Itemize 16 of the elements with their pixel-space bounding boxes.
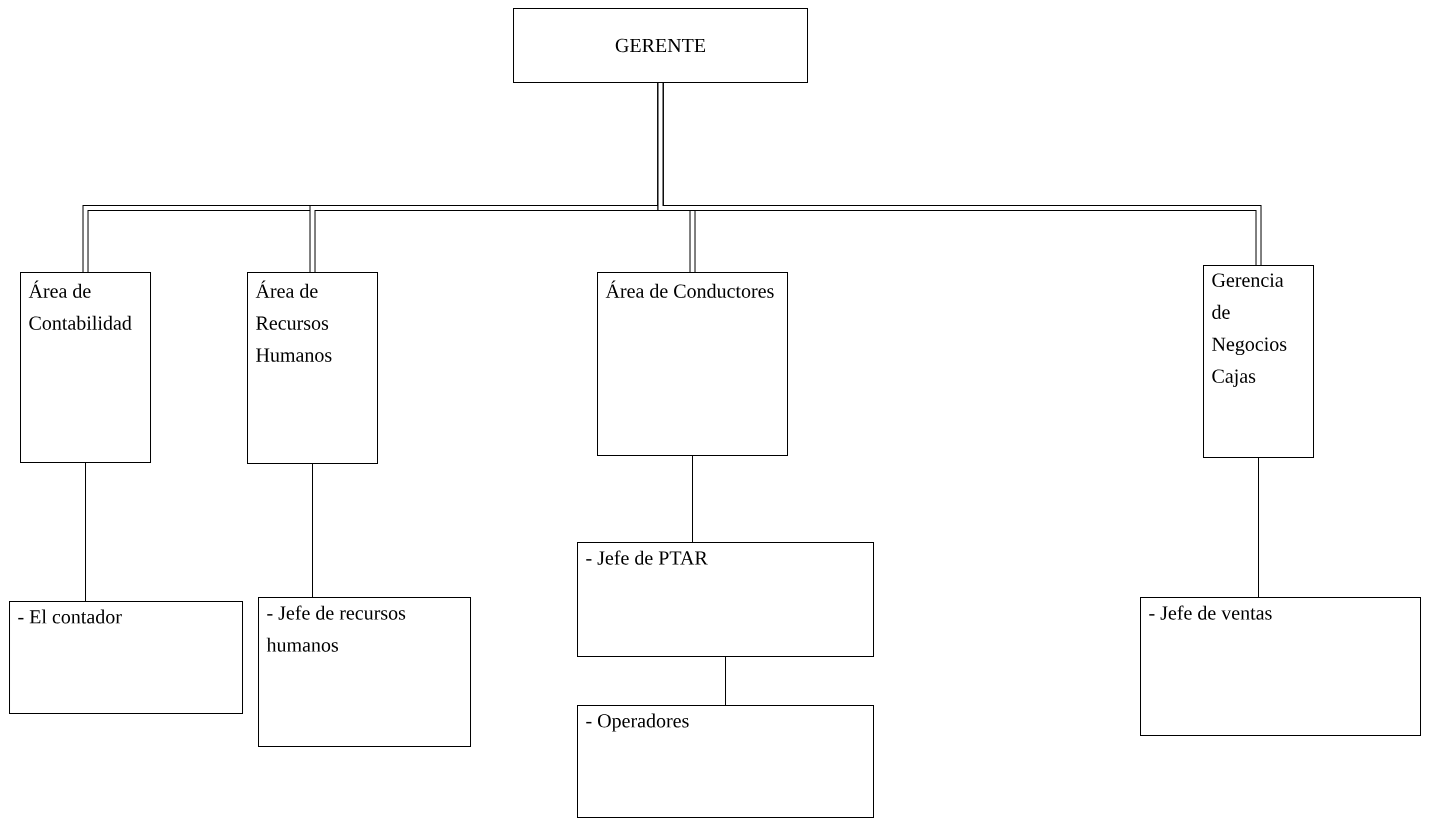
org-box: Gerencia de Negocios Cajas (1203, 265, 1314, 458)
connector-line (85, 462, 86, 602)
org-box: - El contador (9, 601, 243, 714)
org-box: - Jefe de PTAR (577, 542, 874, 657)
connector-line (312, 463, 313, 598)
connector-line (1258, 457, 1259, 598)
org-box: - Jefe de ventas (1140, 597, 1421, 736)
org-box: Área de Contabilidad (20, 272, 151, 463)
org-box: - Operadores (577, 705, 874, 818)
org-box: GERENTE (513, 8, 808, 83)
org-box: Área de Recursos Humanos (247, 272, 378, 464)
connector-line (657, 83, 1262, 265)
connector-line (692, 455, 693, 543)
org-box: Área de Conductores (597, 272, 788, 456)
org-box: - Jefe de recursos humanos (258, 597, 471, 747)
connector-line (725, 656, 726, 706)
